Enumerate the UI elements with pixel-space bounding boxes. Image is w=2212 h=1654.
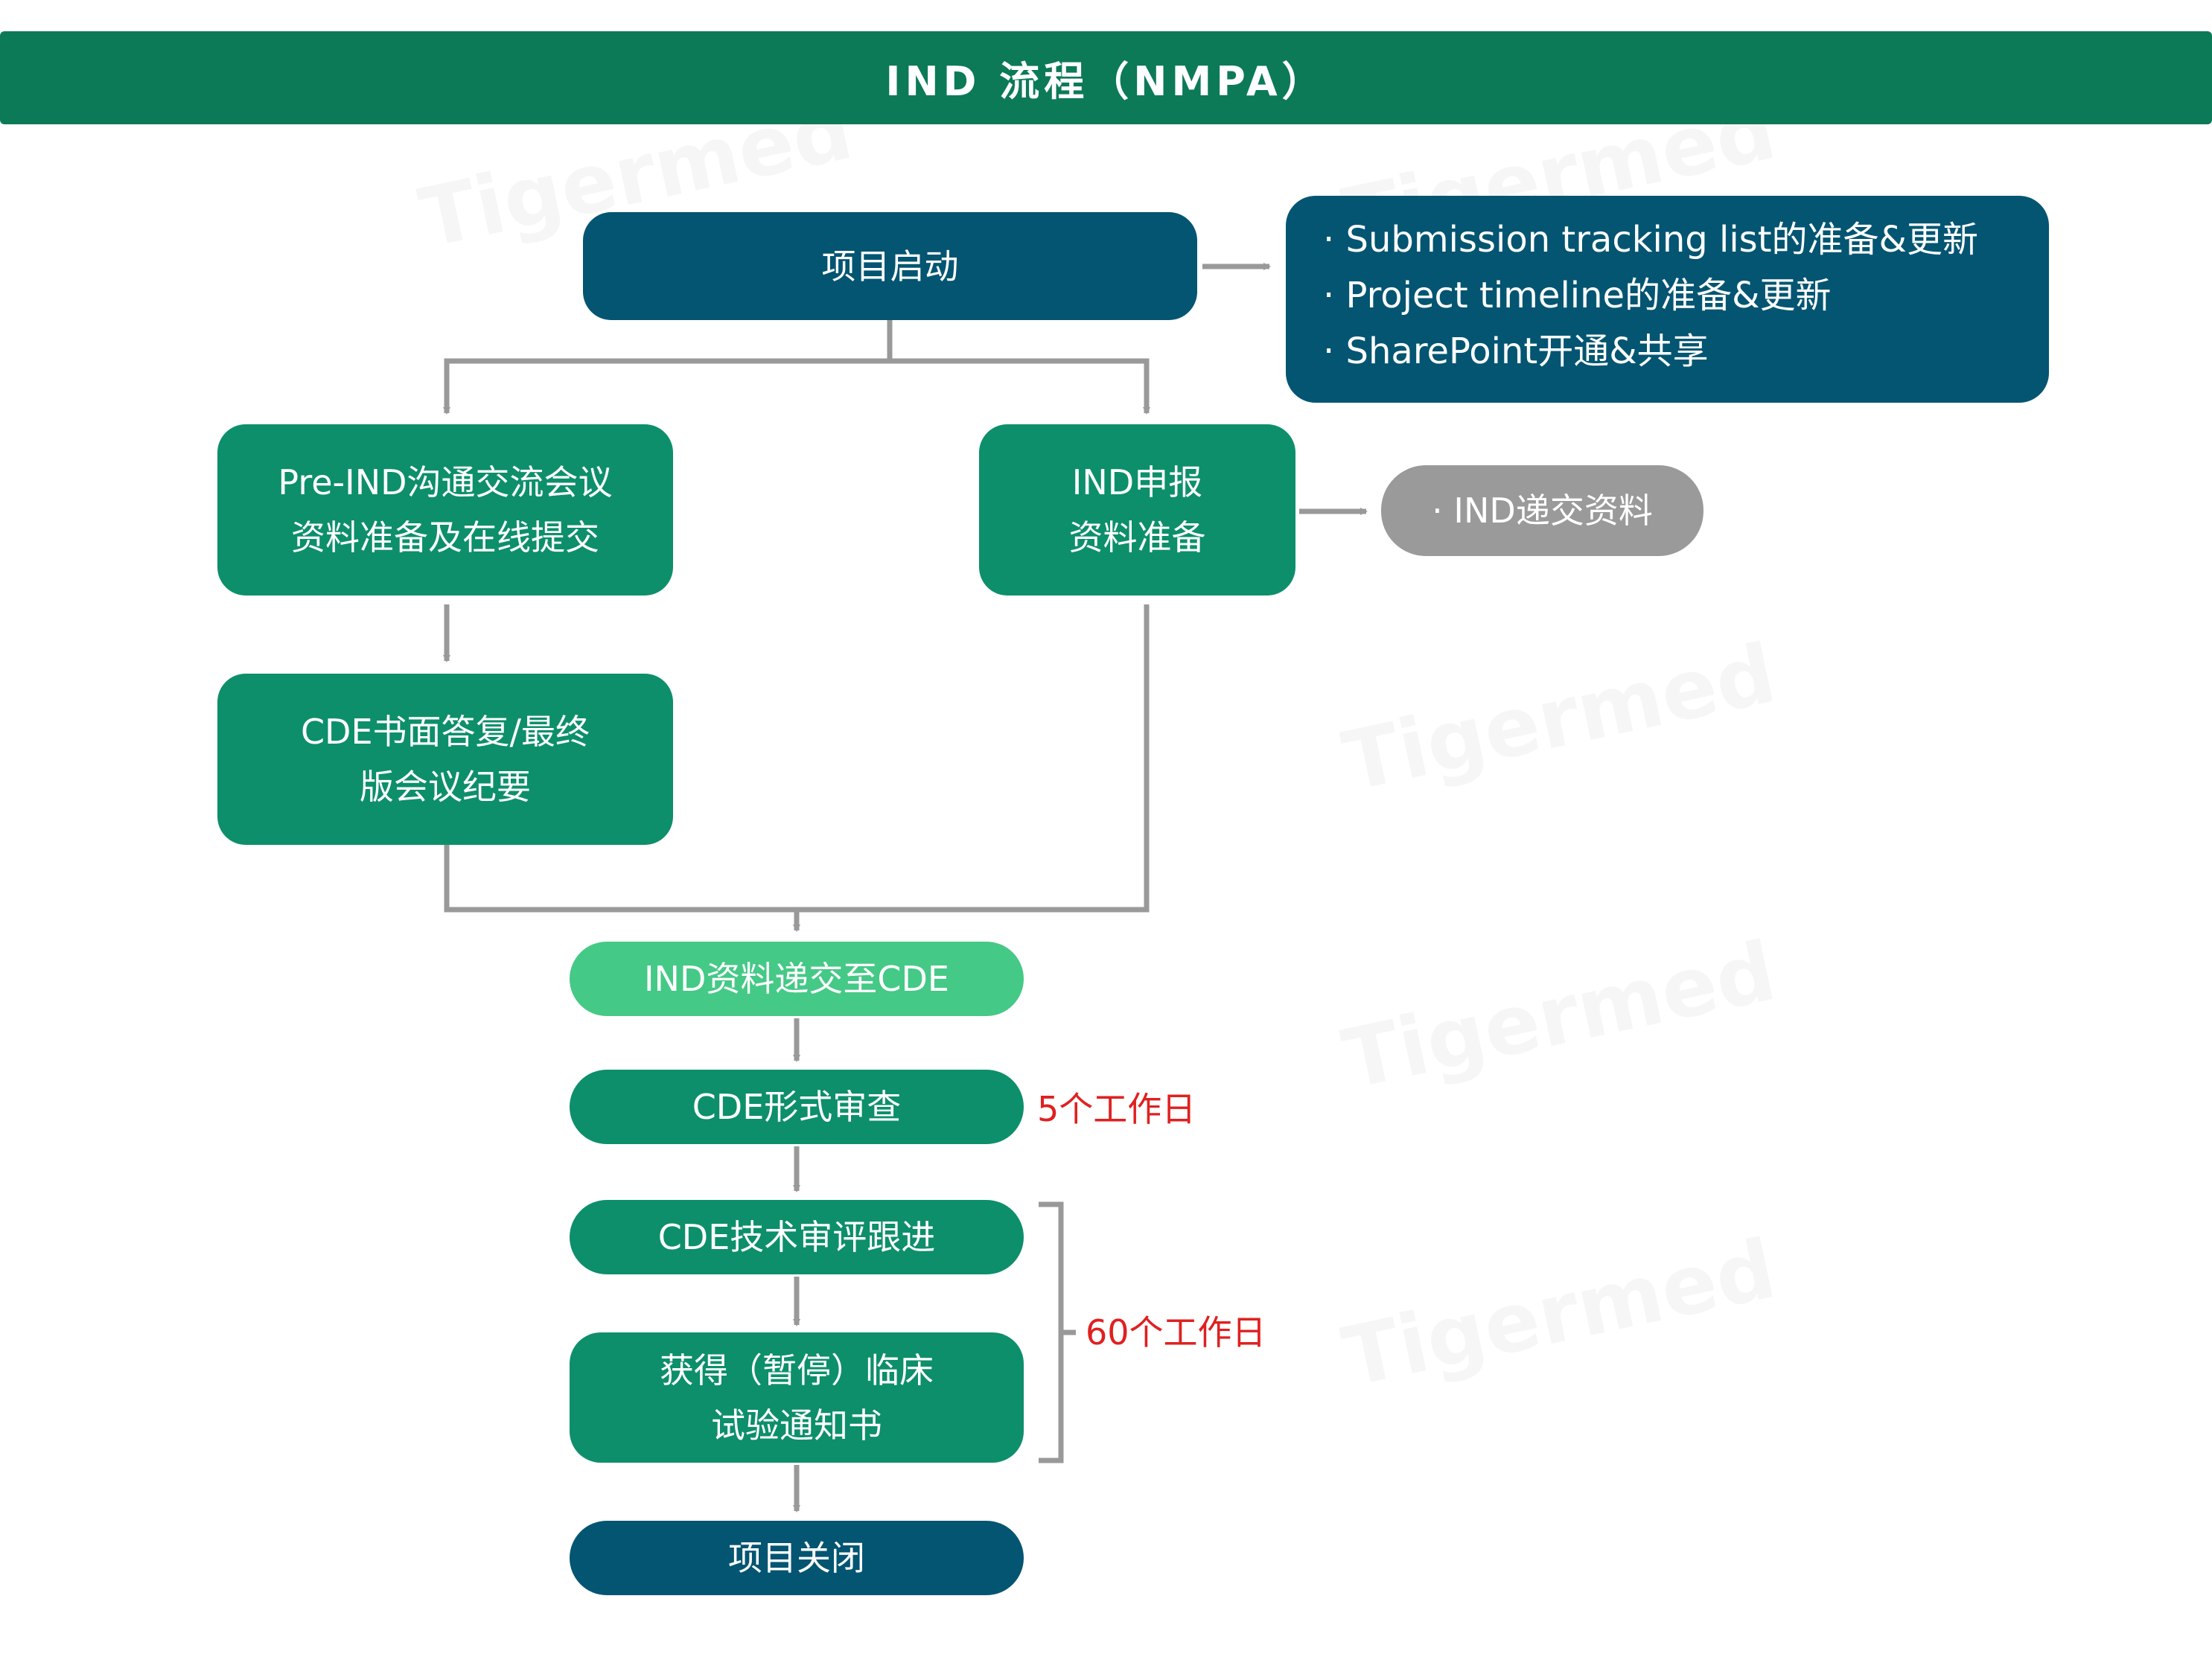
node-ind-task: · IND递交资料 — [1381, 465, 1703, 556]
node-formal-review: CDE形式审查 — [570, 1070, 1024, 1144]
node-project-close: 项目关闭 — [570, 1521, 1024, 1595]
node-ind-preparation: IND申报 资料准备 — [979, 424, 1295, 595]
node-submit-cde: IND资料递交至CDE — [570, 942, 1024, 1016]
connector-start-ind — [890, 358, 1150, 415]
node-pre-ind: Pre-IND沟通交流会议 资料准备及在线提交 — [217, 424, 673, 595]
task-item: · Project timeline的准备&更新 — [1323, 275, 1832, 316]
node-technical-review: CDE技术审评跟进 — [570, 1200, 1024, 1274]
start-task-list: · Submission tracking list的准备&更新 · Proje… — [1286, 196, 2049, 403]
bracket-technical — [1039, 1201, 1064, 1463]
node-project-start: 项目启动 — [583, 212, 1197, 320]
duration-formal: 5个工作日 — [1037, 1089, 1196, 1129]
duration-technical: 60个工作日 — [1086, 1312, 1266, 1353]
connector-start-split — [443, 320, 893, 415]
node-cde-reply: CDE书面答复/最终 版会议纪要 — [217, 674, 673, 845]
page-title: IND 流程（NMPA） — [0, 31, 2212, 124]
task-item: · Submission tracking list的准备&更新 — [1323, 219, 1978, 261]
task-item: · SharePoint开通&共享 — [1323, 331, 1709, 372]
node-trial-notice: 获得（暂停）临床 试验通知书 — [570, 1332, 1024, 1463]
